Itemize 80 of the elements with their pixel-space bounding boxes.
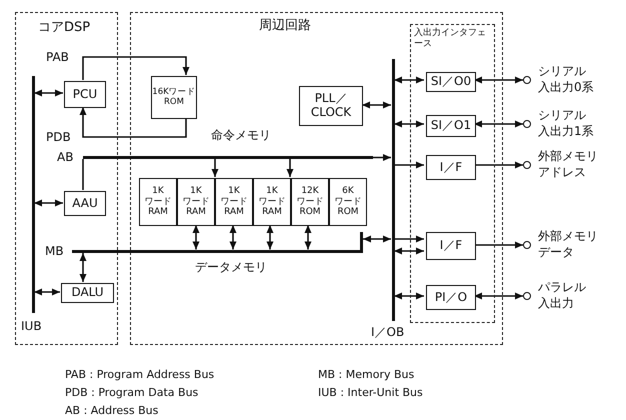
- block-label: 1K ワード RAM: [144, 186, 172, 218]
- block-label: SI／O1: [430, 119, 472, 133]
- block-label: 6K ワード ROM: [334, 186, 362, 218]
- block-caption: 命令メモリ: [210, 128, 272, 144]
- block-box: [329, 178, 367, 226]
- arrow: [474, 76, 523, 84]
- block-box: [426, 232, 476, 260]
- block-box: [253, 178, 291, 226]
- arrow: [474, 242, 523, 248]
- arrow: [474, 292, 523, 300]
- arrow: [34, 90, 63, 96]
- block-box: [426, 155, 476, 180]
- block-label: 1K ワード RAM: [258, 186, 286, 218]
- block-label: 1K ワード RAM: [182, 186, 210, 218]
- block-box: [426, 285, 476, 310]
- legend-note: PAB : Program Address Bus: [65, 368, 214, 381]
- arrow: [363, 236, 391, 242]
- block-label: AAU: [72, 196, 98, 210]
- block-box: [291, 178, 329, 226]
- arrow: [362, 102, 391, 108]
- legend-note: PDB : Program Data Bus: [65, 386, 198, 399]
- legend-note: MB : Memory Bus: [318, 368, 414, 381]
- arrow: [266, 225, 274, 250]
- block-label: DALU: [71, 286, 104, 300]
- group-title: 入出力インタフェース: [414, 28, 487, 50]
- arrow: [192, 225, 200, 250]
- block-label: PCU: [72, 88, 98, 102]
- terminal-label: シリアル入出力0系: [538, 64, 595, 96]
- arrow: [394, 76, 424, 84]
- block-box: [61, 283, 114, 303]
- arrow: [394, 292, 424, 300]
- block-label: I／F: [440, 160, 462, 174]
- block-label: I／F: [440, 239, 462, 253]
- block-box: [215, 178, 253, 226]
- arrow: [212, 159, 218, 177]
- group-caption: データメモリ: [195, 259, 267, 276]
- block-label: PLL／CLOCK: [310, 92, 352, 120]
- block-label: 16Kワード ROM: [152, 88, 196, 108]
- bus-label: AB: [57, 150, 74, 166]
- bus-label: IUB: [21, 319, 43, 335]
- legend-note: IUB : Inter-Unit Bus: [318, 386, 423, 399]
- block-box: [64, 191, 106, 216]
- arrow: [373, 154, 391, 161]
- block-label: 12K ワード ROM: [296, 186, 324, 218]
- terminal-label: 外部メモリデータ: [538, 229, 599, 260]
- edge-label: PDB: [45, 130, 72, 144]
- dashed-group-frame: [410, 24, 495, 323]
- legend-note: AB : Address Bus: [65, 404, 158, 417]
- bus-label: MB: [45, 244, 65, 260]
- arrow: [34, 200, 63, 206]
- block-box: [177, 178, 215, 226]
- terminal-label: 外部メモリアドレス: [538, 149, 599, 180]
- block-box: [426, 72, 476, 92]
- terminal-label: パラレル入出力: [538, 280, 587, 312]
- block-label: 1K ワード RAM: [220, 186, 248, 218]
- block-box: [299, 86, 363, 126]
- block-box: [426, 115, 476, 137]
- arrow: [474, 120, 523, 128]
- block-box: [64, 81, 106, 108]
- block-label: SI／O0: [430, 75, 472, 89]
- group-title: 周辺回路: [259, 18, 311, 34]
- arrow: [474, 162, 523, 168]
- block-box: [139, 178, 177, 226]
- arrow: [34, 288, 60, 296]
- arrow: [394, 248, 424, 254]
- block-label: PI／O: [434, 290, 468, 304]
- arrow: [80, 107, 187, 138]
- arrow: [394, 236, 424, 242]
- arrow: [394, 120, 424, 128]
- arrow: [80, 253, 86, 282]
- group-title: コアDSP: [38, 20, 90, 36]
- dashed-group-frame: [130, 12, 503, 345]
- arrow: [286, 159, 294, 177]
- arrow: [304, 225, 312, 250]
- arrow: [394, 162, 424, 168]
- terminal-label: シリアル入出力1系: [538, 108, 595, 140]
- arrow: [230, 225, 236, 250]
- bus-label: I／OB: [371, 325, 406, 341]
- edge-label: PAB: [45, 50, 70, 64]
- arrow: [82, 56, 190, 80]
